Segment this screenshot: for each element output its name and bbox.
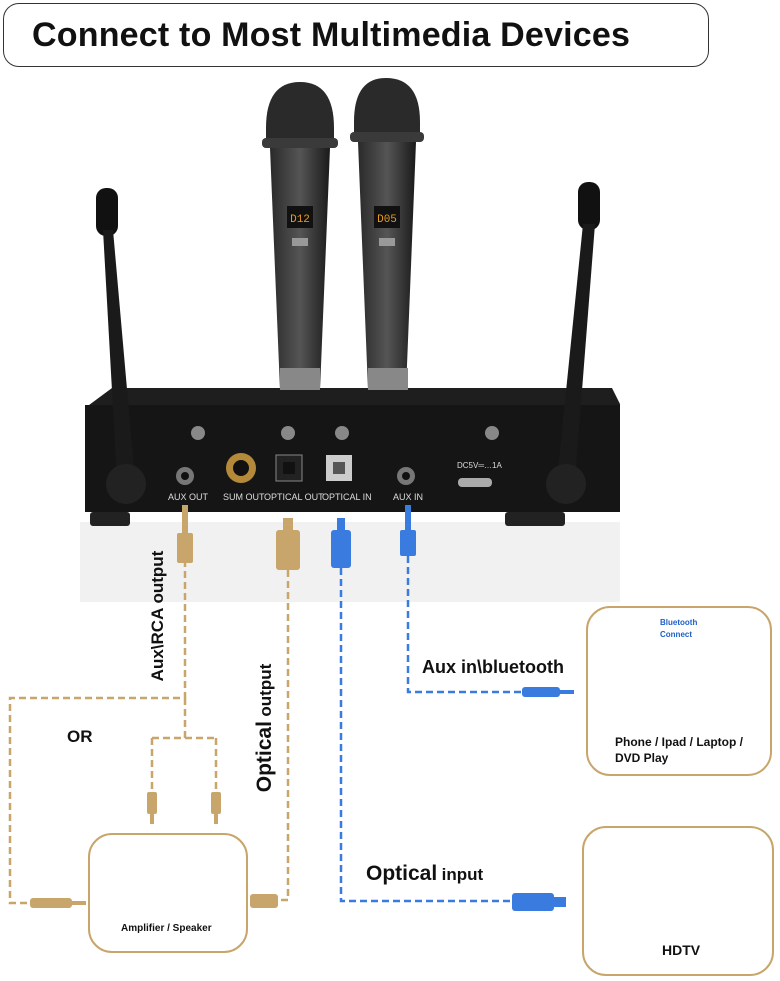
receiver-unit	[85, 388, 620, 526]
rca-plug-right	[211, 792, 221, 824]
label-or: OR	[67, 727, 93, 746]
phone-card	[586, 606, 772, 776]
label-aux-rca-output: Aux\RCA output	[148, 550, 167, 682]
blue-cable-lines	[339, 556, 522, 903]
aux-plug-phone	[522, 687, 574, 697]
port-label-aux-in: AUX IN	[393, 492, 424, 502]
page-title: Connect to Most Multimedia Devices	[32, 15, 631, 54]
aux-plug-amplifier	[30, 898, 86, 908]
tv-card	[582, 826, 774, 976]
amplifier-label: Amplifier / Speaker	[121, 923, 212, 934]
gold-cable-lines	[8, 560, 290, 905]
port-label-sum-out: SUM OUT	[223, 492, 265, 502]
port-label-aux-out: AUX OUT	[168, 492, 209, 502]
title-banner: Connect to Most Multimedia Devices	[3, 3, 709, 67]
phone-label-1: Phone / Ipad / Laptop /	[615, 735, 743, 749]
svg-text:D05: D05	[377, 214, 397, 226]
optical-plug-amplifier	[250, 894, 278, 908]
antenna-left	[96, 188, 146, 504]
bluetooth-label-1: Bluetooth	[660, 618, 698, 627]
bluetooth-label-2: Connect	[660, 630, 692, 639]
tv-label: HDTV	[662, 942, 701, 958]
aux-out-plug	[177, 505, 193, 563]
optical-in-plug	[331, 518, 351, 568]
label-optical-input: Optical input	[366, 862, 484, 885]
amplifier-card	[88, 833, 248, 953]
microphone-left: D12	[262, 82, 338, 390]
rca-plug-left	[147, 792, 157, 824]
label-aux-in-bluetooth: Aux in\bluetooth	[422, 657, 564, 677]
antenna-right	[546, 182, 600, 504]
label-optical-output: Optical output	[253, 663, 276, 793]
optical-plug-tv	[512, 893, 566, 911]
phone-label-2: DVD Play	[615, 751, 669, 765]
port-label-optical-out: OPTICAL OUT	[264, 492, 324, 502]
aux-in-plug	[400, 505, 416, 556]
power-label: DC5V═…1A	[457, 461, 502, 470]
microphone-right: D05	[350, 78, 424, 390]
optical-out-plug	[276, 518, 300, 570]
svg-text:D12: D12	[290, 214, 310, 226]
port-label-optical-in: OPTICAL IN	[322, 492, 372, 502]
